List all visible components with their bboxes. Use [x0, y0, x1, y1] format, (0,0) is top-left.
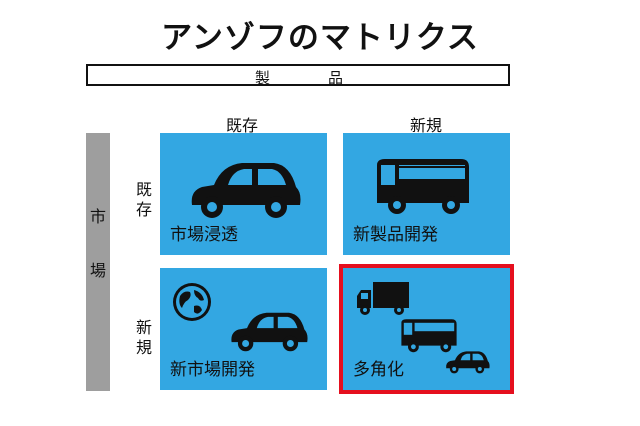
quadrant-product-development: 新製品開発: [343, 133, 510, 255]
row-label-existing-char-2: 存: [135, 200, 152, 219]
quadrant-label-product-dev: 新製品開発: [353, 225, 438, 245]
row-label-new-char-2: 規: [135, 338, 152, 357]
product-axis-char-1: 製: [255, 69, 271, 87]
page-title: アンゾフのマトリクス: [161, 20, 479, 56]
quadrant-label-penetration: 市場浸透: [170, 225, 238, 245]
column-label-existing: 既存: [225, 116, 258, 135]
market-axis-char-1: 市: [89, 207, 106, 226]
quadrant-label-market-dev: 新市場開発: [170, 360, 255, 380]
column-label-new: 新規: [409, 116, 442, 135]
bus-icon: [377, 159, 469, 214]
quadrant-diversification: 多角化: [339, 264, 514, 394]
market-axis-bar: 市 場: [86, 133, 110, 391]
bus-icon: [401, 319, 457, 353]
product-axis-bar: 製 品: [86, 64, 510, 87]
quadrant-label-diversification: 多角化: [353, 360, 404, 380]
row-label-new: 新 規: [134, 318, 154, 358]
quadrant-market-penetration: 市場浸透: [160, 133, 327, 255]
market-axis-char-2: 場: [89, 261, 106, 280]
car-icon: [231, 312, 308, 352]
car-icon: [191, 163, 301, 218]
row-label-existing-char-1: 既: [135, 180, 152, 199]
truck-icon: [357, 282, 409, 315]
car-icon: [446, 351, 490, 374]
quadrant-market-development: 新市場開発: [160, 268, 327, 390]
globe-icon: [173, 283, 211, 321]
product-axis-char-2: 品: [328, 69, 344, 87]
row-label-new-char-1: 新: [135, 318, 152, 337]
row-label-existing: 既 存: [134, 180, 154, 220]
